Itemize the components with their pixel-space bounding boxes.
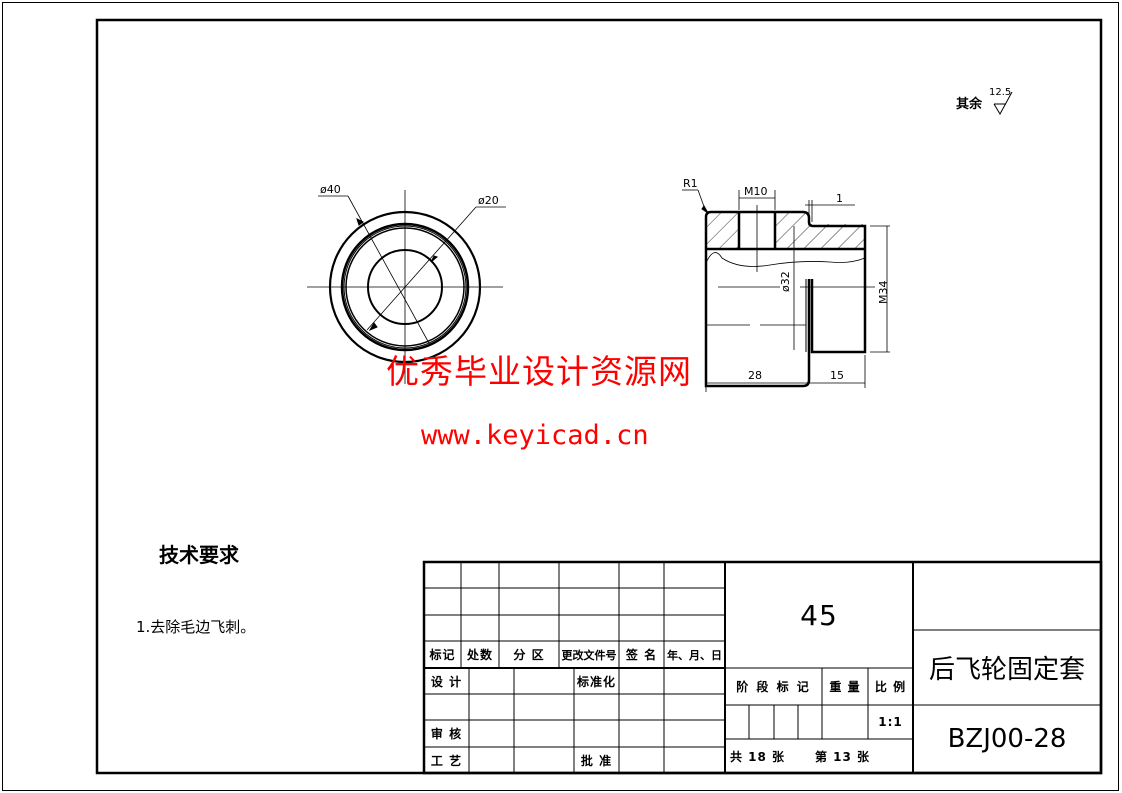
label-process: 工 艺 — [430, 753, 463, 768]
drawing-number: BZJ00-28 — [947, 724, 1067, 754]
front-view — [307, 190, 506, 384]
header-zone: 分 区 — [513, 648, 545, 662]
label-scale: 比 例 — [874, 680, 907, 694]
header-count: 处数 — [466, 648, 493, 662]
sheet-total: 共 18 张 — [730, 749, 786, 764]
label-standardization: 标准化 — [576, 674, 616, 689]
dim-inner-diameter: ø20 — [478, 194, 499, 207]
section-view — [682, 189, 890, 392]
label-review: 审 核 — [430, 727, 463, 741]
dim-outer-thread: M34 — [877, 280, 890, 305]
label-approve: 批 准 — [580, 753, 613, 768]
sheet-number: 第 13 张 — [815, 749, 871, 764]
header-signature: 签 名 — [625, 648, 658, 662]
roughness-label: 其余 — [956, 97, 983, 112]
label-weight: 重 量 — [829, 680, 861, 694]
dim-radius: R1 — [683, 177, 698, 190]
watermark-title: 优秀毕业设计资源网 — [386, 352, 692, 391]
title-block-grid — [422, 560, 1103, 775]
dim-outer-diameter: ø40 — [320, 183, 341, 196]
dim-thread-hole: M10 — [744, 185, 768, 198]
dim-bore: ø32 — [779, 271, 792, 292]
roughness-symbol-icon — [993, 91, 1013, 116]
header-date: 年、月、日 — [667, 648, 722, 662]
material: 45 — [800, 598, 838, 632]
watermark-url: www.keyicad.cn — [421, 420, 649, 451]
tech-req-heading: 技术要求 — [159, 543, 239, 567]
tech-req-item: 1.去除毛边飞刺。 — [136, 618, 256, 636]
dim-length-left: 28 — [748, 369, 762, 382]
roughness-value: 12.5 — [989, 87, 1012, 98]
dim-groove: 1 — [836, 192, 843, 205]
label-stage-mark: 阶 段 标 记 — [736, 680, 811, 694]
header-change-doc: 更改文件号 — [561, 648, 617, 662]
header-mark: 标记 — [429, 648, 456, 662]
dim-length-right: 15 — [830, 369, 844, 382]
part-name: 后飞轮固定套 — [928, 655, 1085, 685]
scale-value: 1:1 — [878, 715, 903, 729]
label-design: 设 计 — [430, 674, 463, 689]
